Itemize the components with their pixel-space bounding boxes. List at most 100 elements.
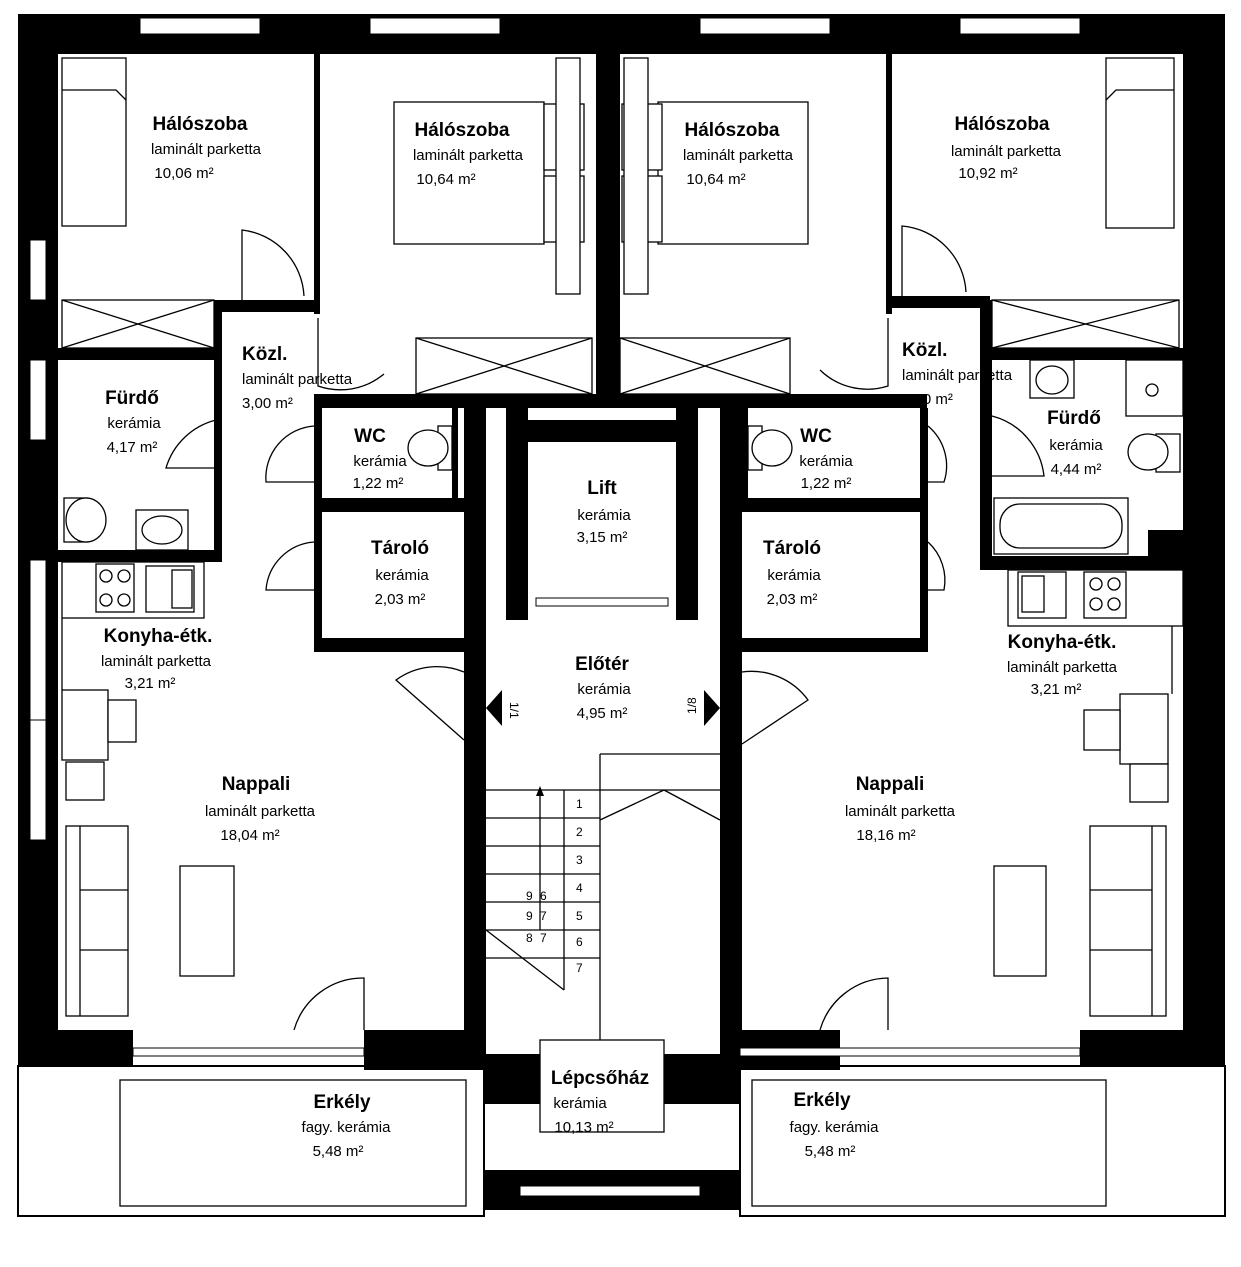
room-area: 4,44 m² <box>1051 461 1102 478</box>
room-area: 5,48 m² <box>805 1143 856 1160</box>
room-name: WC <box>800 426 832 447</box>
room-area: 10,64 m² <box>686 171 745 188</box>
entrance-arrow-left-icon <box>486 690 502 726</box>
room-balcony-left: Erkély fagy. kerámia 5,48 m² <box>302 1092 392 1160</box>
room-area: 3,00 m² <box>242 395 293 412</box>
windows <box>29 17 1081 1197</box>
room-name: Konyha-étk. <box>104 626 213 647</box>
room-floor: fagy. kerámia <box>302 1119 392 1136</box>
room-storage-left: Tároló kerámia 2,03 m² <box>371 538 429 608</box>
room-name: Hálószoba <box>684 120 779 141</box>
room-kitchen-right: Konyha-étk. laminált parketta 3,21 m² <box>1007 632 1118 698</box>
room-name: Tároló <box>763 538 821 559</box>
beds <box>61 57 1175 295</box>
room-hallway-right: Közl. laminált parketta 3,00 m² <box>902 340 1013 408</box>
room-bathroom-left: Fürdő kerámia 4,17 m² <box>105 388 161 456</box>
room-bedroom-4: Hálószoba laminált parketta 10,92 m² <box>951 114 1062 182</box>
room-floor: kerámia <box>353 453 407 470</box>
room-name: Erkély <box>313 1092 370 1113</box>
room-name: Nappali <box>856 774 925 795</box>
step-number: 4 <box>576 881 583 895</box>
room-name: Hálószoba <box>954 114 1049 135</box>
room-area: 4,17 m² <box>107 439 158 456</box>
room-area: 4,95 m² <box>577 705 628 722</box>
entrance-arrow-right-icon <box>704 690 720 726</box>
room-name: Nappali <box>222 774 291 795</box>
room-name: Fürdő <box>1047 408 1101 429</box>
room-lift: Lift kerámia 3,15 m² <box>577 478 632 546</box>
room-floor: kerámia <box>553 1095 607 1112</box>
room-name: Közl. <box>242 344 287 365</box>
room-name: Hálószoba <box>152 114 247 135</box>
step-number: 7 <box>540 931 547 945</box>
room-name: Lépcsőház <box>551 1068 649 1089</box>
room-name: Közl. <box>902 340 947 361</box>
room-area: 3,00 m² <box>902 391 953 408</box>
room-area: 5,48 m² <box>313 1143 364 1160</box>
room-bedroom-2: Hálószoba laminált parketta 10,64 m² <box>413 120 524 188</box>
room-area: 1,22 m² <box>353 475 404 492</box>
room-area: 3,15 m² <box>577 529 628 546</box>
room-floor: kerámia <box>1049 437 1103 454</box>
room-area: 18,16 m² <box>856 827 915 844</box>
room-name: WC <box>354 426 386 447</box>
room-area: 10,06 m² <box>154 165 213 182</box>
room-floor: laminált parketta <box>1007 659 1118 676</box>
room-area: 18,04 m² <box>220 827 279 844</box>
sanitary <box>63 359 1184 555</box>
room-name: Konyha-étk. <box>1008 632 1117 653</box>
apartment-number-left: 1/1 <box>507 702 521 719</box>
step-number: 3 <box>576 853 583 867</box>
room-area: 10,13 m² <box>554 1119 613 1136</box>
room-bathroom-right: Fürdő kerámia 4,44 m² <box>1047 408 1103 478</box>
room-bedroom-1: Hálószoba laminált parketta 10,06 m² <box>151 114 262 182</box>
step-number: 5 <box>576 909 583 923</box>
doors <box>165 225 1045 1031</box>
room-floor: laminált parketta <box>845 803 956 820</box>
room-floor: kerámia <box>375 567 429 584</box>
step-number: 9 <box>526 909 533 923</box>
step-number: 9 <box>526 889 533 903</box>
step-number: 2 <box>576 825 583 839</box>
room-floor: laminált parketta <box>683 147 794 164</box>
room-floor: laminált parketta <box>951 143 1062 160</box>
room-floor: laminált parketta <box>101 653 212 670</box>
step-number: 7 <box>540 909 547 923</box>
room-area: 1,22 m² <box>801 475 852 492</box>
room-area: 3,21 m² <box>1031 681 1082 698</box>
room-area: 2,03 m² <box>375 591 426 608</box>
room-name: Hálószoba <box>414 120 509 141</box>
room-floor: kerámia <box>577 681 631 698</box>
room-area: 3,21 m² <box>125 675 176 692</box>
balconies <box>17 1065 1226 1217</box>
room-stairwell: Lépcsőház kerámia 10,13 m² <box>551 1068 649 1136</box>
room-storage-right: Tároló kerámia 2,03 m² <box>763 538 821 608</box>
room-floor: fagy. kerámia <box>790 1119 880 1136</box>
step-number: 1 <box>576 797 583 811</box>
room-living-left: Nappali laminált parketta 18,04 m² <box>205 774 316 844</box>
room-floor: kerámia <box>767 567 821 584</box>
step-number: 7 <box>576 961 583 975</box>
room-labels: Hálószoba laminált parketta 10,06 m² Hál… <box>101 114 1118 1160</box>
staircase: 1 2 3 4 5 6 7 9 9 8 6 7 7 <box>485 753 721 1133</box>
room-kitchen-left: Konyha-étk. laminált parketta 3,21 m² <box>101 626 212 692</box>
room-living-right: Nappali laminált parketta 18,16 m² <box>845 774 956 844</box>
room-name: Lift <box>587 478 617 499</box>
room-floor: laminált parketta <box>205 803 316 820</box>
kitchens <box>61 561 1184 803</box>
wardrobes <box>61 299 1180 395</box>
room-floor: laminált parketta <box>902 367 1013 384</box>
room-area: 10,92 m² <box>958 165 1017 182</box>
living-furniture <box>65 825 1167 1017</box>
room-floor: kerámia <box>107 415 161 432</box>
step-number: 6 <box>540 889 547 903</box>
room-wc-left: WC kerámia 1,22 m² <box>353 426 408 492</box>
room-floor: laminált parketta <box>242 371 353 388</box>
room-name: Fürdő <box>105 388 159 409</box>
room-name: Tároló <box>371 538 429 559</box>
apartment-number-right: 1/8 <box>685 697 699 714</box>
room-floor: kerámia <box>799 453 853 470</box>
room-name: Előtér <box>575 654 629 675</box>
apartment-entrance-markers: 1/1 1/8 <box>486 690 720 726</box>
